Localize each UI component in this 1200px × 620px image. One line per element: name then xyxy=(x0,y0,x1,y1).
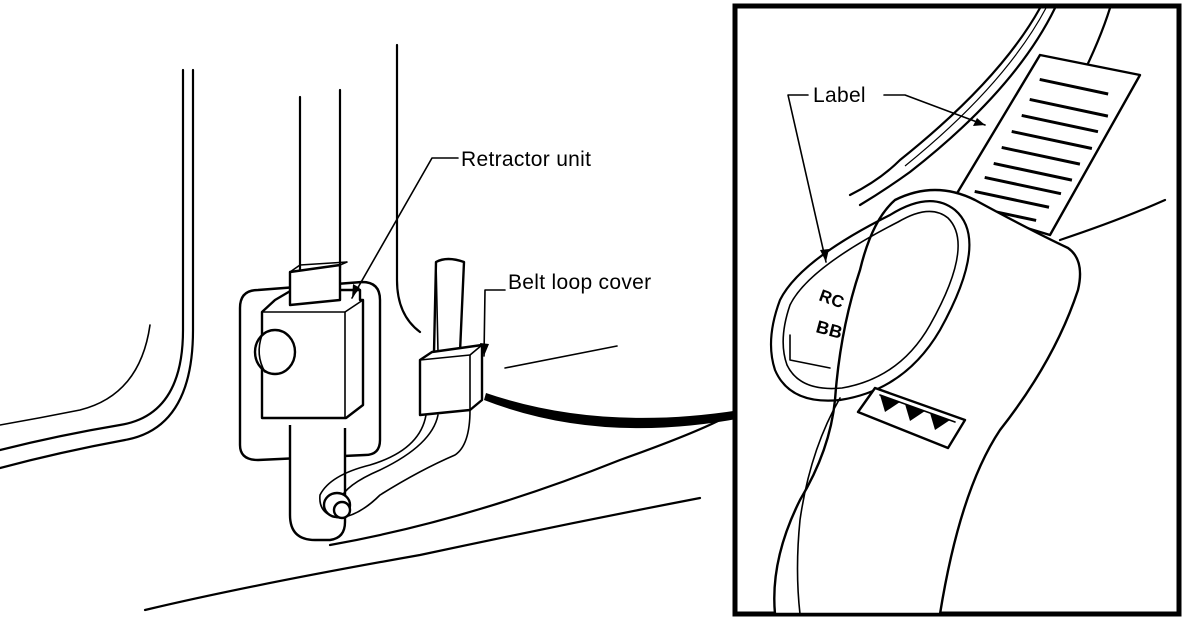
label-leader-line-1 xyxy=(787,94,827,263)
belt-label-plate xyxy=(948,53,1142,237)
label-arrowhead-1 xyxy=(820,249,829,262)
body-panel-lines xyxy=(0,43,722,612)
label-leader-line-2 xyxy=(883,94,986,126)
callout-retractor-unit: Retractor unit xyxy=(351,148,591,299)
callout-label: Label xyxy=(787,84,986,263)
label-arrowhead-2 xyxy=(973,118,985,126)
belt-loop-cover-label: Belt loop cover xyxy=(508,271,651,294)
retractor-unit-label: Retractor unit xyxy=(461,148,591,171)
detail-arrow xyxy=(484,392,770,430)
cover-arrowhead xyxy=(480,343,489,356)
retractor-unit xyxy=(253,261,365,420)
label-callout-text: Label xyxy=(813,84,866,107)
belt-loop-cover xyxy=(319,257,484,520)
retractor-leader-line xyxy=(351,157,459,299)
cover-vent-slot xyxy=(856,386,967,450)
callout-belt-loop-cover: Belt loop cover xyxy=(480,271,651,357)
detail-inset: RC BB Label xyxy=(732,3,1182,617)
retractor-arrowhead xyxy=(352,284,360,298)
cover-leader-line xyxy=(483,289,506,357)
